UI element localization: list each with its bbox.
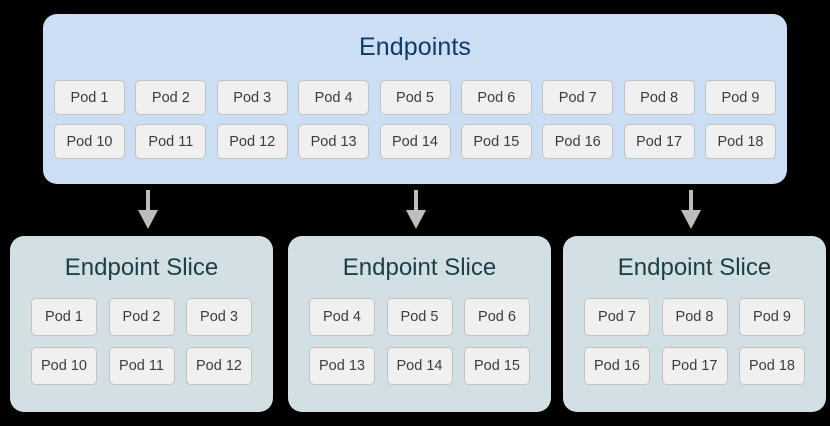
endpoint-slice-pod-grid: Pod 1 Pod 2 Pod 3 Pod 10 Pod 11 Pod 12 bbox=[31, 298, 252, 396]
pod-chip: Pod 14 bbox=[379, 124, 451, 159]
endpoint-slice-title: Endpoint Slice bbox=[64, 254, 219, 281]
pod-chip: Pod 5 bbox=[379, 80, 451, 115]
slice-pod-row-1: Pod 4 Pod 5 Pod 6 bbox=[309, 298, 530, 336]
slice-pod-row-1: Pod 7 Pod 8 Pod 9 bbox=[584, 298, 805, 336]
endpoints-pod-grid: Pod 1 Pod 2 Pod 3 Pod 4 Pod 5 Pod 6 Pod … bbox=[54, 80, 776, 159]
pod-chip: Pod 6 bbox=[460, 80, 532, 115]
pod-chip: Pod 8 bbox=[623, 80, 695, 115]
slice-pod-row-2: Pod 16 Pod 17 Pod 18 bbox=[584, 347, 805, 385]
pod-chip: Pod 7 bbox=[542, 80, 614, 115]
endpoint-slice-title: Endpoint Slice bbox=[617, 254, 772, 281]
endpoints-pod-row-1: Pod 1 Pod 2 Pod 3 Pod 4 Pod 5 Pod 6 Pod … bbox=[54, 80, 776, 115]
arrow-head bbox=[406, 210, 426, 229]
pod-chip: Pod 4 bbox=[309, 298, 375, 336]
pod-chip: Pod 10 bbox=[31, 347, 97, 385]
pod-chip: Pod 14 bbox=[386, 347, 453, 385]
pod-chip: Pod 15 bbox=[464, 347, 530, 385]
endpoint-slice-container-1: Endpoint Slice Pod 1 Pod 2 Pod 3 Pod 10 … bbox=[10, 236, 273, 412]
arrow-head bbox=[138, 210, 158, 229]
pod-chip: Pod 2 bbox=[135, 80, 207, 115]
pod-chip: Pod 3 bbox=[216, 80, 288, 115]
pod-chip: Pod 3 bbox=[186, 298, 252, 336]
pod-chip: Pod 2 bbox=[108, 298, 175, 336]
pod-chip: Pod 15 bbox=[460, 124, 532, 159]
pod-chip: Pod 16 bbox=[542, 124, 614, 159]
endpoint-slice-pod-grid: Pod 4 Pod 5 Pod 6 Pod 13 Pod 14 Pod 15 bbox=[309, 298, 530, 396]
endpoint-slice-container-3: Endpoint Slice Pod 7 Pod 8 Pod 9 Pod 16 … bbox=[563, 236, 826, 412]
arrow-shaft bbox=[689, 190, 693, 213]
endpoint-slice-pod-grid: Pod 7 Pod 8 Pod 9 Pod 16 Pod 17 Pod 18 bbox=[584, 298, 805, 396]
endpoint-slice-title: Endpoint Slice bbox=[342, 254, 497, 281]
pod-chip: Pod 7 bbox=[584, 298, 650, 336]
pod-chip: Pod 11 bbox=[108, 347, 175, 385]
pod-chip: Pod 12 bbox=[186, 347, 252, 385]
arrow-down-icon bbox=[403, 190, 429, 229]
pod-chip: Pod 16 bbox=[584, 347, 650, 385]
pod-chip: Pod 17 bbox=[623, 124, 695, 159]
pod-chip: Pod 18 bbox=[705, 124, 776, 159]
pod-chip: Pod 6 bbox=[464, 298, 530, 336]
endpoints-pod-row-2: Pod 10 Pod 11 Pod 12 Pod 13 Pod 14 Pod 1… bbox=[54, 124, 776, 159]
pod-chip: Pod 11 bbox=[135, 124, 207, 159]
pod-chip: Pod 13 bbox=[298, 124, 370, 159]
pod-chip: Pod 1 bbox=[54, 80, 125, 115]
pod-chip: Pod 17 bbox=[661, 347, 728, 385]
pod-chip: Pod 13 bbox=[309, 347, 375, 385]
arrow-down-icon bbox=[135, 190, 161, 229]
endpoints-container: Endpoints Pod 1 Pod 2 Pod 3 Pod 4 Pod 5 … bbox=[43, 14, 787, 184]
slice-pod-row-1: Pod 1 Pod 2 Pod 3 bbox=[31, 298, 252, 336]
arrow-down-icon bbox=[678, 190, 704, 229]
pod-chip: Pod 9 bbox=[705, 80, 776, 115]
slice-pod-row-2: Pod 10 Pod 11 Pod 12 bbox=[31, 347, 252, 385]
pod-chip: Pod 9 bbox=[739, 298, 805, 336]
pod-chip: Pod 10 bbox=[54, 124, 125, 159]
pod-chip: Pod 18 bbox=[739, 347, 805, 385]
arrow-head bbox=[681, 210, 701, 229]
pod-chip: Pod 12 bbox=[216, 124, 288, 159]
arrow-shaft bbox=[414, 190, 418, 213]
pod-chip: Pod 8 bbox=[661, 298, 728, 336]
slice-pod-row-2: Pod 13 Pod 14 Pod 15 bbox=[309, 347, 530, 385]
pod-chip: Pod 5 bbox=[386, 298, 453, 336]
endpoint-slice-container-2: Endpoint Slice Pod 4 Pod 5 Pod 6 Pod 13 … bbox=[288, 236, 551, 412]
endpoints-title: Endpoints bbox=[358, 33, 472, 61]
arrow-shaft bbox=[146, 190, 150, 213]
pod-chip: Pod 4 bbox=[298, 80, 370, 115]
pod-chip: Pod 1 bbox=[31, 298, 97, 336]
